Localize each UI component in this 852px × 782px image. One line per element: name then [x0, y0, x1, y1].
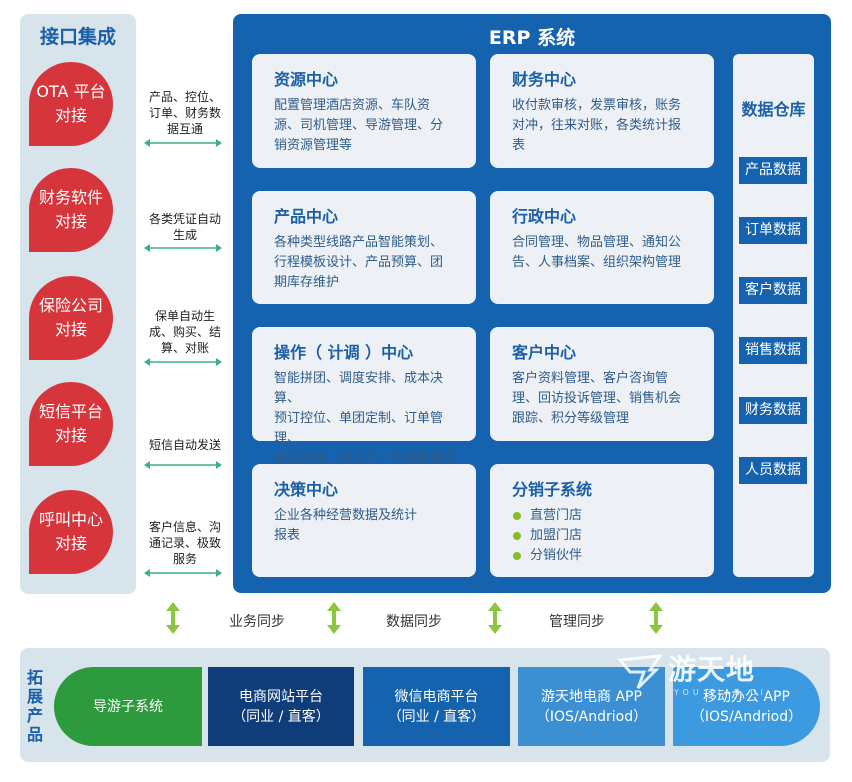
business-sync-label: 业务同步 — [229, 614, 285, 630]
card-description: 客户资料管理、客户咨询管理、回访投诉管理、销售机会跟踪、积分等级管理 — [512, 371, 682, 426]
node-sublabel: 对接 — [54, 320, 87, 339]
product-label: 游天地电商 APP — [541, 688, 642, 705]
management-sync-label: 管理同步 — [549, 614, 605, 630]
connector-label-ota: 产品、控位、订单、财务数据互通 — [148, 90, 221, 136]
customer-data-item[interactable]: 客户数据 — [739, 277, 807, 304]
bullet-dot-icon — [513, 532, 521, 540]
product-sublabel: （IOS/Andriod） — [690, 708, 803, 725]
mobile-office-app-button[interactable]: 移动办公 APP （IOS/Andriod） — [673, 667, 820, 746]
connector-label-sms: 短信自动发送 — [148, 438, 221, 452]
card-description: 企业各种经营数据及统计报表 — [274, 508, 418, 543]
operations-center-card[interactable]: 操作（ 计调 ）中心 智能拼团、调度安排、成本决算、预订控位、单团定制、订单管理… — [252, 327, 476, 466]
order-data-item[interactable]: 订单数据 — [739, 217, 807, 244]
card-title: 资源中心 — [274, 70, 339, 89]
double-arrow-icon — [144, 139, 222, 147]
bullet-item: 加盟门店 — [512, 526, 698, 546]
bullet-item: 分销伙伴 — [512, 546, 698, 566]
product-label: 移动办公 APP — [703, 688, 790, 705]
finance-software-node[interactable]: 财务软件 对接 — [29, 168, 113, 252]
card-title: 决策中心 — [274, 480, 339, 499]
double-arrow-icon — [144, 244, 222, 252]
double-arrow-icon — [144, 358, 222, 366]
product-center-card[interactable]: 产品中心 各种类型线路产品智能策划、行程模板设计、产品预算、团期库存维护 — [252, 191, 476, 304]
connector-label-insurance: 保单自动生成、购买、结算、对账 — [148, 309, 221, 355]
insurance-company-node[interactable]: 保险公司 对接 — [29, 276, 113, 360]
card-title: 分销子系统 — [512, 480, 593, 499]
card-title: 行政中心 — [512, 207, 577, 226]
watermark-subtext: YOU TIAN DI — [674, 688, 767, 697]
sales-data-item[interactable]: 销售数据 — [739, 337, 807, 364]
staff-data-item[interactable]: 人员数据 — [739, 457, 807, 484]
product-label: 电商网站平台 — [239, 688, 323, 705]
node-label: 保险公司 — [38, 296, 103, 315]
tour-guide-subsystem-button[interactable]: 导游子系统 — [54, 667, 202, 746]
resource-center-card[interactable]: 资源中心 配置管理酒店资源、车队资源、司机管理、导游管理、分销资源管理等 — [252, 54, 476, 168]
card-title: 财务中心 — [512, 70, 577, 89]
vertical-double-arrow-icon — [488, 602, 502, 634]
watermark-text: 游天地 — [668, 653, 756, 686]
data-sync-label: 数据同步 — [386, 614, 442, 630]
logo-emblem-icon — [617, 654, 664, 690]
node-label: OTA 平台 — [36, 82, 106, 101]
card-description: 各种类型线路产品智能策划、行程模板设计、产品预算、团期库存维护 — [274, 235, 444, 290]
card-description: 收付款审核，发票审核，账务对冲，往来对账，各类统计报表 — [512, 98, 682, 153]
data-warehouse-panel — [733, 54, 814, 577]
node-sublabel: 对接 — [54, 212, 87, 231]
finance-data-item[interactable]: 财务数据 — [739, 397, 807, 424]
card-title: 产品中心 — [274, 207, 339, 226]
node-label: 短信平台 — [38, 402, 103, 421]
card-title: 操作（ 计调 ）中心 — [274, 343, 414, 362]
card-title: 客户中心 — [512, 343, 577, 362]
bullet-dot-icon — [513, 512, 521, 520]
node-sublabel: 对接 — [54, 426, 87, 445]
node-sublabel: 对接 — [54, 534, 87, 553]
erp-system-title: ERP 系统 — [488, 27, 576, 49]
bullet-dot-icon — [513, 552, 521, 560]
distribution-subsystem-card[interactable]: 分销子系统 直营门店 加盟门店 分销伙伴 — [490, 464, 714, 577]
bullet-item: 直营门店 — [512, 506, 698, 526]
ota-platform-node[interactable]: OTA 平台 对接 — [29, 62, 113, 146]
product-sublabel: （IOS/Andriod） — [535, 708, 648, 725]
customer-center-card[interactable]: 客户中心 客户资料管理、客户咨询管理、回访投诉管理、销售机会跟踪、积分等级管理 — [490, 327, 714, 441]
node-label: 财务软件 — [38, 188, 103, 207]
connector-label-call-center: 客户信息、沟通记录、极致服务 — [148, 520, 221, 566]
card-description: 智能拼团、调度安排、成本决算、预订控位、单团定制、订单管理、导游报账、确认件、收… — [274, 371, 457, 466]
double-arrow-icon — [144, 569, 222, 577]
double-arrow-icon — [144, 461, 222, 469]
vertical-double-arrow-icon — [327, 602, 341, 634]
vertical-double-arrow-icon — [649, 602, 663, 634]
sms-platform-node[interactable]: 短信平台 对接 — [29, 382, 113, 466]
card-description: 合同管理、物品管理、通知公告、人事档案、组织架构管理 — [512, 235, 682, 270]
connector-label-finance: 各类凭证自动生成 — [148, 212, 221, 242]
admin-center-card[interactable]: 行政中心 合同管理、物品管理、通知公告、人事档案、组织架构管理 — [490, 191, 714, 304]
product-sublabel: （同业 / 直客） — [387, 708, 486, 725]
decision-center-card[interactable]: 决策中心 企业各种经营数据及统计报表 — [252, 464, 476, 577]
extended-products-title: 拓展产品 — [26, 668, 43, 744]
product-sublabel: （同业 / 直客） — [232, 708, 330, 725]
interface-integration-title: 接口集成 — [39, 26, 116, 48]
product-label: 微信电商平台 — [394, 688, 479, 705]
call-center-node[interactable]: 呼叫中心 对接 — [29, 490, 113, 574]
ecommerce-site-button[interactable]: 电商网站平台 （同业 / 直客） — [208, 667, 354, 746]
product-data-item[interactable]: 产品数据 — [739, 157, 807, 184]
node-label: 呼叫中心 — [38, 510, 103, 529]
youtiandi-watermark-logo: 游天地 YOU TIAN DI — [616, 648, 792, 704]
wechat-ecommerce-button[interactable]: 微信电商平台 （同业 / 直客） — [363, 667, 510, 746]
node-sublabel: 对接 — [54, 106, 87, 125]
product-label: 导游子系统 — [93, 698, 163, 715]
finance-center-card[interactable]: 财务中心 收付款审核，发票审核，账务对冲，往来对账，各类统计报表 — [490, 54, 714, 168]
vertical-double-arrow-icon — [166, 602, 180, 634]
card-description: 配置管理酒店资源、车队资源、司机管理、导游管理、分销资源管理等 — [274, 98, 444, 153]
data-warehouse-title: 数据仓库 — [741, 100, 806, 119]
